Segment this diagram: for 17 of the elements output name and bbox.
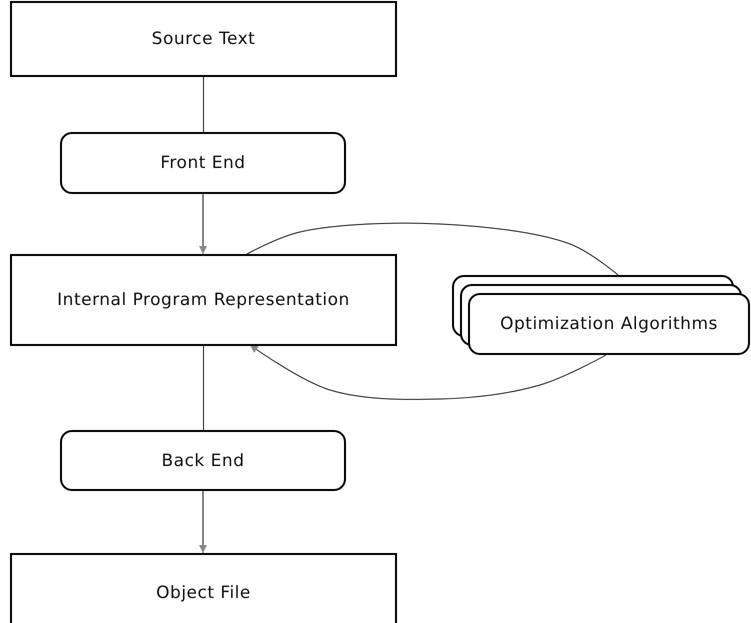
box-label: Back End <box>162 450 244 470</box>
process-box <box>60 132 346 194</box>
connector-line <box>203 346 204 430</box>
box-label: Source Text <box>152 29 256 49</box>
box-label: Front End <box>160 153 246 173</box>
process-box <box>10 553 397 623</box>
arrow <box>199 194 207 254</box>
process-box <box>10 1 397 77</box>
box-label: Internal Program Representation <box>57 290 350 310</box>
process-box <box>10 254 397 346</box>
box-label: Object File <box>156 583 251 603</box>
connector-line <box>203 76 204 132</box>
process-box <box>468 293 750 355</box>
arrow <box>199 490 207 554</box>
process-box <box>60 430 346 491</box>
box-label: Optimization Algorithms <box>500 314 718 334</box>
arrow <box>250 344 606 400</box>
